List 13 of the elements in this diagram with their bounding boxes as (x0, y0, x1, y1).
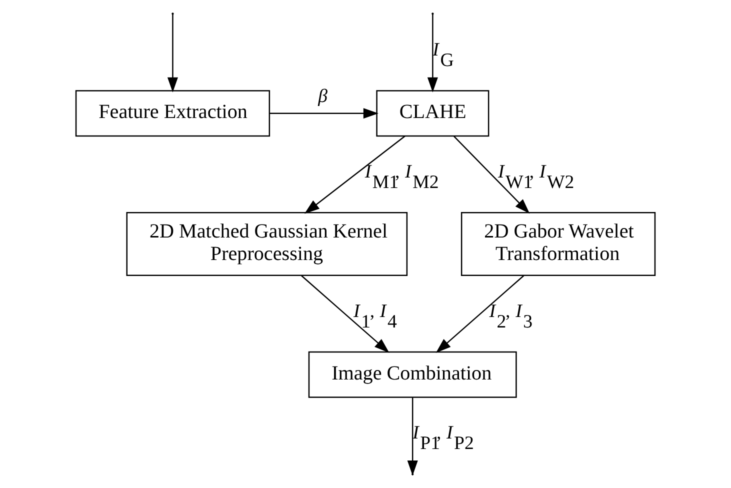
node-box: CLAHE (376, 90, 490, 137)
arrow (167, 14, 178, 92)
arrow (436, 275, 524, 353)
node-box: 2D Gabor Wavelet Transformation (460, 212, 656, 276)
arrow (301, 275, 390, 353)
arrow (304, 136, 406, 214)
node-box: 2D Matched Gaussian Kernel Preprocessing (126, 212, 408, 276)
edge-label: β (318, 86, 328, 108)
node-box: Feature Extraction (75, 90, 270, 137)
arrow (270, 108, 378, 119)
arrow (427, 14, 438, 92)
arrow (454, 136, 530, 214)
node-box: Image Combination (308, 351, 517, 398)
